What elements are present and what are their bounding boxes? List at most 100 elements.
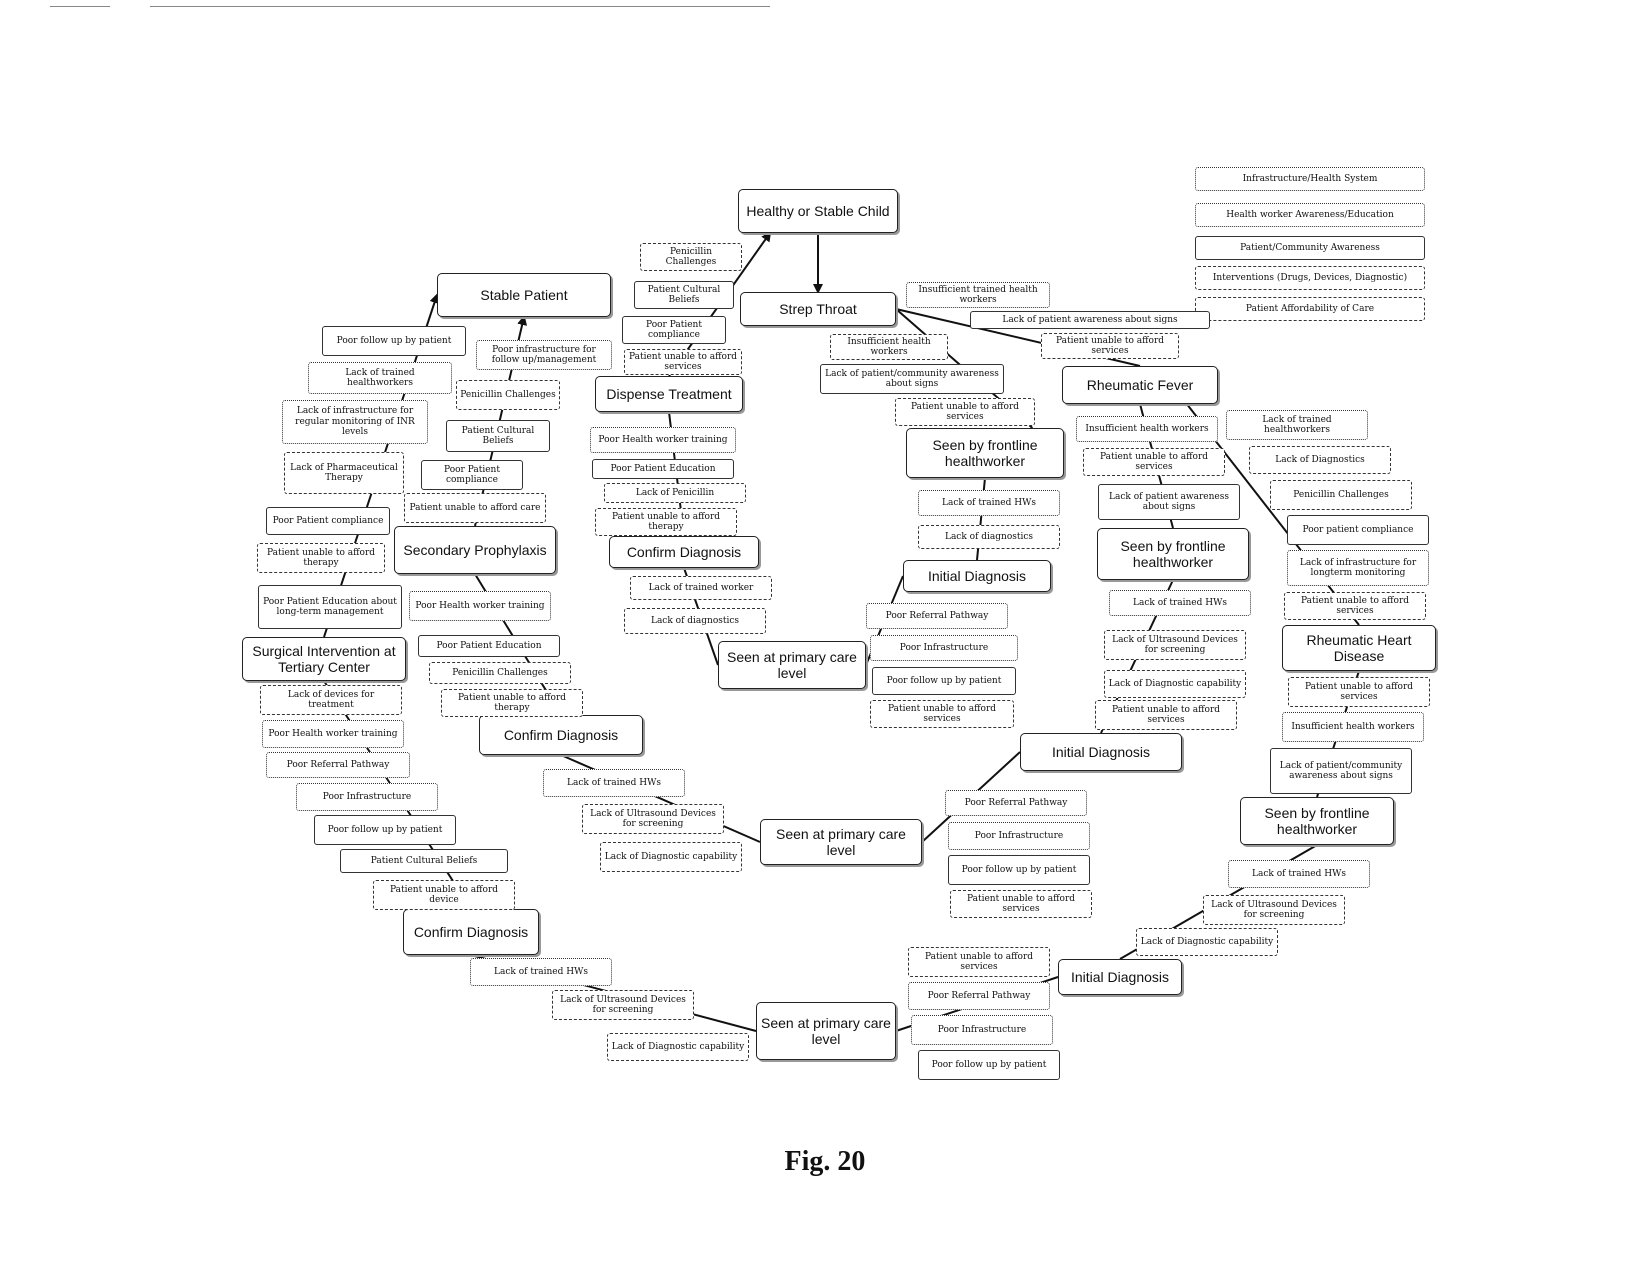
stage-confirm-diagnosis-3: Confirm Diagnosis bbox=[403, 909, 539, 955]
barrier-trained-healthworkers: Lack of trained healthworkers bbox=[1226, 410, 1368, 440]
barrier-afford-services: Patient unable to afford services bbox=[950, 890, 1092, 918]
stage-confirm-diagnosis-1: Confirm Diagnosis bbox=[609, 536, 759, 568]
barrier-trained-hws: Lack of trained HWs bbox=[918, 490, 1060, 516]
barrier-insufficient-hw: Insufficient health workers bbox=[830, 334, 948, 360]
barrier-diagnostic-capability: Lack of Diagnostic capability bbox=[607, 1033, 749, 1061]
barrier-trained-worker: Lack of trained worker bbox=[630, 576, 772, 600]
stage-seen-frontline-3: Seen by frontline healthworker bbox=[1240, 797, 1394, 845]
barrier-afford-therapy: Patient unable to afford therapy bbox=[441, 689, 583, 717]
legend-item-community: Patient/Community Awareness bbox=[1195, 236, 1425, 260]
barrier-ultrasound-devices: Lack of Ultrasound Devices for screening bbox=[582, 804, 724, 834]
barrier-afford-services: Patient unable to afford services bbox=[1284, 592, 1426, 620]
barrier-trained-hws: Lack of trained HWs bbox=[470, 958, 612, 986]
barrier-diagnostic-capability: Lack of Diagnostic capability bbox=[1136, 928, 1278, 956]
barrier-afford-therapy: Patient unable to afford therapy bbox=[595, 508, 737, 536]
barrier-cultural-beliefs: Patient Cultural Beliefs bbox=[634, 281, 734, 309]
barrier-afford-services: Patient unable to afford services bbox=[1041, 333, 1179, 359]
stage-initial-diagnosis-2: Initial Diagnosis bbox=[1020, 733, 1182, 771]
barrier-ultrasound-devices: Lack of Ultrasound Devices for screening bbox=[1104, 630, 1246, 660]
stage-initial-diagnosis-3: Initial Diagnosis bbox=[1058, 959, 1182, 995]
barrier-afford-services: Patient unable to afford services bbox=[895, 398, 1035, 426]
barrier-healthworker-training: Poor Health worker training bbox=[262, 720, 404, 748]
barrier-follow-up: Poor follow up by patient bbox=[948, 855, 1090, 885]
stage-secondary-prophylaxis: Secondary Prophylaxis bbox=[394, 526, 556, 574]
barrier-afford-services: Patient unable to afford services bbox=[908, 947, 1050, 977]
stage-rheumatic-fever: Rheumatic Fever bbox=[1062, 366, 1218, 404]
barrier-diagnostics: Lack of diagnostics bbox=[624, 608, 766, 634]
barrier-patient-compliance: Poor Patient compliance bbox=[421, 460, 523, 490]
barrier-diagnostic-capability: Lack of Diagnostic capability bbox=[1104, 670, 1246, 698]
stage-initial-diagnosis-1: Initial Diagnosis bbox=[903, 560, 1051, 592]
barrier-trained-healthworkers: Lack of trained healthworkers bbox=[308, 362, 452, 394]
barrier-lack-penicillin: Lack of Penicillin bbox=[604, 483, 746, 503]
barrier-afford-services: Patient unable to afford services bbox=[624, 349, 742, 375]
scan-artifact bbox=[50, 6, 110, 7]
legend-item-healthworker: Health worker Awareness/Education bbox=[1195, 203, 1425, 227]
barrier-afford-services: Patient unable to afford services bbox=[870, 700, 1014, 728]
barrier-referral-pathway: Poor Referral Pathway bbox=[866, 603, 1008, 629]
barrier-referral-pathway: Poor Referral Pathway bbox=[945, 790, 1087, 816]
barrier-cultural-beliefs: Patient Cultural Beliefs bbox=[340, 849, 508, 873]
barrier-afford-services: Patient unable to afford services bbox=[1288, 677, 1430, 707]
stage-primary-care-1: Seen at primary care level bbox=[718, 641, 866, 689]
barrier-infrastructure: Poor Infrastructure bbox=[870, 635, 1018, 661]
barrier-trained-hws: Lack of trained HWs bbox=[1109, 590, 1251, 616]
barrier-community-awareness: Lack of patient/community awareness abou… bbox=[1270, 748, 1412, 794]
legend-item-infrastructure: Infrastructure/Health System bbox=[1195, 167, 1425, 191]
barrier-cultural-beliefs: Patient Cultural Beliefs bbox=[446, 420, 550, 452]
barrier-healthworker-training: Poor Health worker training bbox=[409, 591, 551, 621]
barrier-ultrasound-devices: Lack of Ultrasound Devices for screening bbox=[552, 990, 694, 1020]
barrier-devices-treatment: Lack of devices for treatment bbox=[260, 685, 402, 715]
stage-strep-throat: Strep Throat bbox=[740, 292, 896, 326]
scan-artifact bbox=[150, 6, 770, 7]
barrier-diagnostic-capability: Lack of Diagnostic capability bbox=[600, 842, 742, 872]
barrier-inr-monitoring: Lack of infrastructure for regular monit… bbox=[282, 400, 428, 444]
stage-primary-care-3: Seen at primary care level bbox=[756, 1002, 896, 1060]
barrier-referral-pathway: Poor Referral Pathway bbox=[266, 752, 410, 778]
stage-seen-frontline-2: Seen by frontline healthworker bbox=[1097, 528, 1249, 580]
figure-label: Fig. 20 bbox=[784, 1146, 866, 1177]
barrier-trained-hws: Lack of trained HWs bbox=[1228, 860, 1370, 888]
barrier-patient-compliance: Poor Patient compliance bbox=[622, 316, 726, 344]
barrier-afford-therapy: Patient unable to afford therapy bbox=[257, 543, 385, 573]
barrier-community-awareness: Lack of patient/community awareness abou… bbox=[820, 364, 1004, 394]
barrier-trained-hws: Lack of trained HWs bbox=[543, 769, 685, 797]
barrier-lack-diagnostics: Lack of Diagnostics bbox=[1249, 446, 1391, 474]
barrier-insufficient-hw: Insufficient health workers bbox=[1282, 712, 1424, 742]
barrier-follow-up: Poor follow up by patient bbox=[322, 326, 466, 356]
stage-confirm-diagnosis-2: Confirm Diagnosis bbox=[479, 715, 643, 755]
barrier-afford-care: Patient unable to afford care bbox=[404, 493, 546, 523]
barrier-awareness-signs: Lack of patient awareness about signs bbox=[1098, 484, 1240, 520]
barrier-afford-services: Patient unable to afford services bbox=[1083, 448, 1225, 476]
barrier-penicillin-challenges: Penicillin Challenges bbox=[640, 243, 742, 271]
stage-primary-care-2: Seen at primary care level bbox=[760, 819, 922, 865]
barrier-patient-education: Poor Patient Education bbox=[592, 459, 734, 479]
stage-seen-frontline-1: Seen by frontline healthworker bbox=[906, 428, 1064, 478]
barrier-insufficient-trained-hw: Insufficient trained health workers bbox=[906, 282, 1050, 308]
stage-stable-patient: Stable Patient bbox=[437, 273, 611, 317]
stage-dispense-treatment: Dispense Treatment bbox=[595, 376, 743, 412]
barrier-penicillin-challenges: Penicillin Challenges bbox=[429, 662, 571, 684]
barrier-referral-pathway: Poor Referral Pathway bbox=[908, 982, 1050, 1010]
stage-rheumatic-heart-disease: Rheumatic Heart Disease bbox=[1282, 625, 1436, 671]
barrier-awareness-signs: Lack of patient awareness about signs bbox=[970, 311, 1210, 329]
barrier-infrastructure: Poor Infrastructure bbox=[911, 1015, 1053, 1045]
barrier-education-long-term: Poor Patient Education about long-term m… bbox=[258, 585, 402, 629]
barrier-patient-compliance: Poor patient compliance bbox=[1287, 515, 1429, 545]
barrier-longterm-monitoring: Lack of infrastructure for longterm moni… bbox=[1287, 550, 1429, 586]
barrier-infrastructure: Poor Infrastructure bbox=[948, 822, 1090, 850]
barrier-pharmaceutical-therapy: Lack of Pharmaceutical Therapy bbox=[284, 452, 404, 494]
barrier-patient-education: Poor Patient Education bbox=[418, 635, 560, 657]
barrier-penicillin-challenges: Penicillin Challenges bbox=[1270, 480, 1412, 510]
barrier-follow-up: Poor follow up by patient bbox=[872, 667, 1016, 695]
barrier-infrastructure-follow-up: Poor infrastructure for follow up/manage… bbox=[476, 340, 612, 370]
stage-healthy-child: Healthy or Stable Child bbox=[738, 189, 898, 233]
barrier-healthworker-training: Poor Health worker training bbox=[590, 427, 736, 453]
legend-item-affordability: Patient Affordability of Care bbox=[1195, 297, 1425, 321]
barrier-ultrasound-devices: Lack of Ultrasound Devices for screening bbox=[1203, 895, 1345, 925]
barrier-follow-up: Poor follow up by patient bbox=[314, 815, 456, 845]
barrier-afford-services: Patient unable to afford services bbox=[1095, 700, 1237, 730]
barrier-infrastructure: Poor Infrastructure bbox=[296, 783, 438, 811]
barrier-insufficient-hw: Insufficient health workers bbox=[1076, 416, 1218, 442]
